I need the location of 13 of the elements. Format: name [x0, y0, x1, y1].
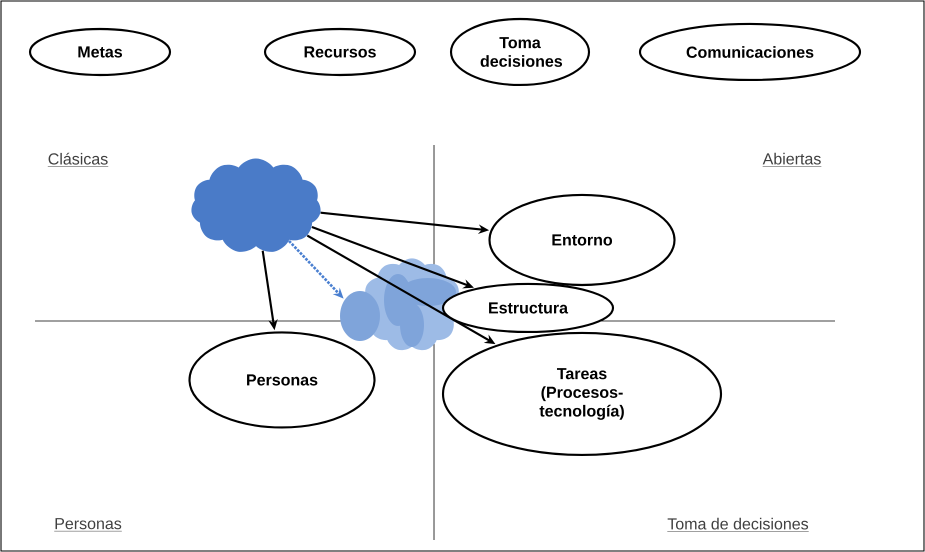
ellipse-node: Toma decisiones: [450, 18, 590, 86]
blob-shape: [340, 291, 380, 341]
ellipse-node: Personas: [188, 331, 376, 429]
ellipse-node: Entorno: [488, 194, 676, 286]
axis-label: Toma de decisiones: [667, 518, 809, 532]
ellipse-node: Recursos: [264, 28, 416, 76]
axis-label: Personas: [54, 518, 122, 532]
axis-label: Clásicas: [48, 152, 108, 167]
ellipse-node: Metas: [28, 28, 172, 76]
axis-label: Abiertas: [762, 152, 822, 167]
ellipse-node: Estructura: [442, 282, 614, 334]
ellipse-node: Comunicaciones: [638, 22, 862, 82]
blob-shape: [191, 158, 321, 252]
